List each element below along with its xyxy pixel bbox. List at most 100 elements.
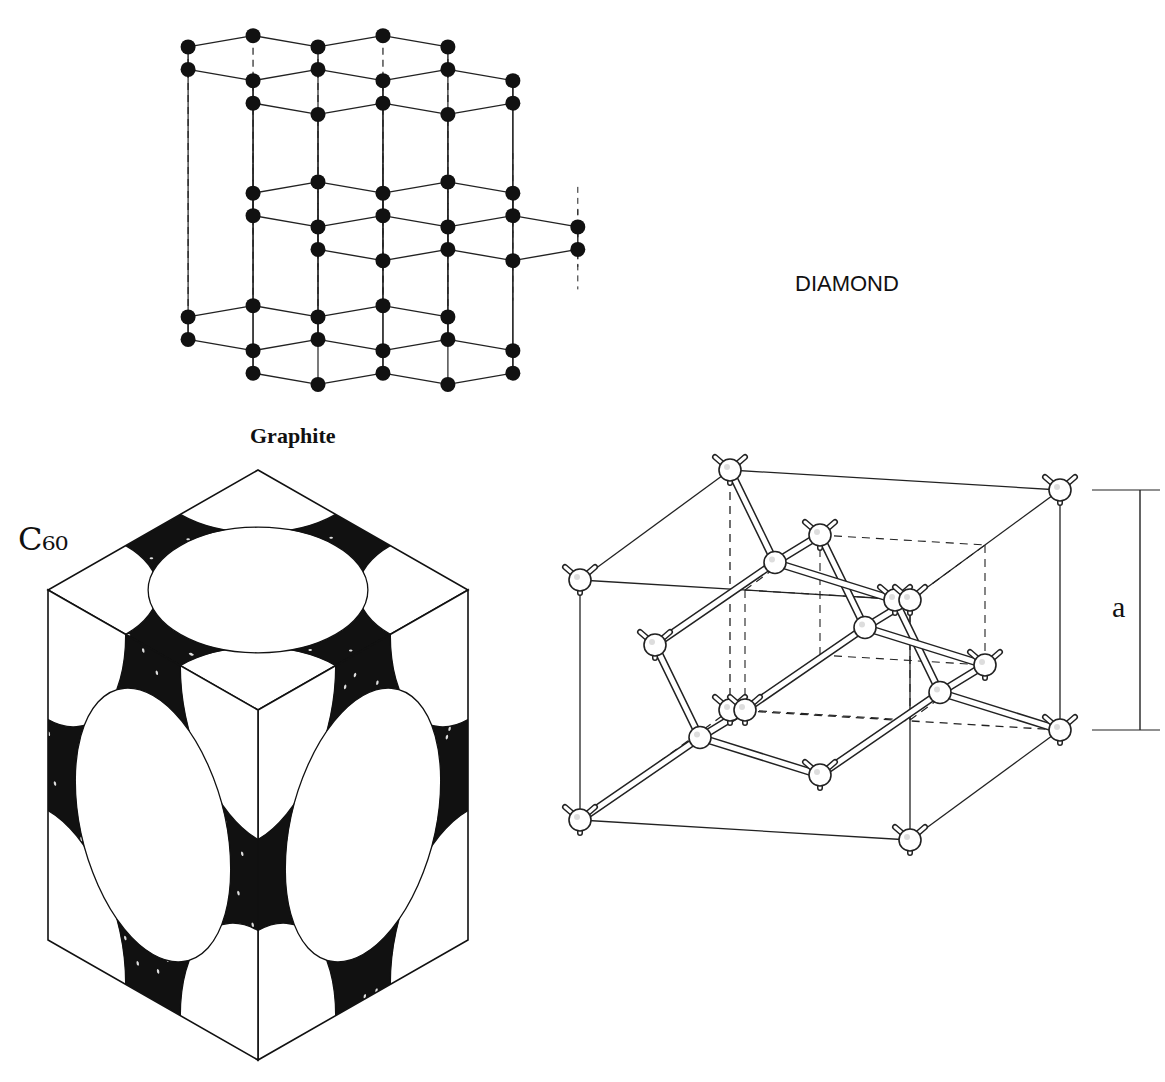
carbon-atom: [440, 309, 455, 324]
atom-highlight: [574, 574, 580, 580]
carbon-atom: [440, 242, 455, 257]
atom-highlight: [859, 622, 865, 628]
graphite-structure: [181, 28, 586, 392]
graphite-bond: [253, 373, 318, 384]
carbon-atom: [1049, 479, 1071, 501]
carbon-atom: [440, 219, 455, 234]
carbon-atom: [311, 332, 326, 347]
graphite-bond: [318, 36, 383, 47]
graphite-bond: [448, 373, 513, 384]
graphite-bond: [253, 69, 318, 80]
covalent-bond-fill: [730, 470, 775, 563]
carbon-atom: [375, 73, 390, 88]
carbon-atom: [440, 332, 455, 347]
graphite-bond: [253, 182, 318, 193]
atom-highlight: [934, 687, 940, 693]
covalent-bond: [940, 693, 1060, 731]
graphite-bond: [383, 36, 448, 47]
covalent-bond: [865, 628, 985, 666]
atom-highlight: [904, 834, 910, 840]
diamond-unit-cell: [565, 457, 1075, 853]
graphite-bond: [513, 216, 578, 227]
dimension-label: a: [1110, 590, 1127, 623]
covalent-bond: [745, 628, 865, 711]
carbon-atom: [644, 634, 666, 656]
interlayer-line: [187, 47, 188, 317]
graphite-bond: [448, 182, 513, 193]
covalent-bond-fill: [820, 693, 940, 776]
c60-sphere-section: [75, 651, 230, 999]
carbon-atom: [899, 829, 921, 851]
carbon-atom: [311, 107, 326, 122]
carbon-atom: [311, 174, 326, 189]
graphite-bond: [383, 216, 448, 227]
carbon-atom: [809, 764, 831, 786]
sub-cube-edge: [910, 665, 985, 720]
graphite-bond: [383, 182, 448, 193]
covalent-bond-fill: [580, 738, 700, 821]
covalent-bond-fill: [940, 693, 1060, 731]
carbon-atom: [505, 253, 520, 268]
graphite-bond: [318, 249, 383, 260]
carbon-atom: [570, 242, 585, 257]
carbon-atom: [440, 174, 455, 189]
covalent-bond-fill: [655, 563, 775, 646]
carbon-atom: [569, 809, 591, 831]
atom-highlight: [1054, 484, 1060, 490]
carbon-atom: [974, 654, 996, 676]
carbon-atom: [375, 28, 390, 43]
carbon-atom: [719, 459, 741, 481]
graphite-bond: [318, 216, 383, 227]
covalent-bond-fill: [745, 628, 865, 711]
carbon-atom: [440, 107, 455, 122]
carbon-atom: [311, 219, 326, 234]
carbon-atom: [246, 298, 261, 313]
cell-edge: [580, 710, 730, 820]
carbon-atom: [929, 682, 951, 704]
atom-highlight: [979, 659, 985, 665]
sub-cube-edge: [745, 710, 910, 720]
covalent-bond: [700, 738, 820, 776]
sub-cube-edge: [744, 590, 745, 710]
carbon-atom: [375, 298, 390, 313]
carbon-atom: [505, 73, 520, 88]
graphite-bond: [188, 306, 253, 317]
atom-highlight: [694, 732, 700, 738]
graphite-bond: [318, 69, 383, 80]
covalent-bond: [580, 738, 700, 821]
cell-edge: [1059, 490, 1060, 730]
atom-highlight: [1054, 724, 1060, 730]
cell-edge: [730, 470, 1060, 490]
graphite-bond: [383, 373, 448, 384]
c60-fcc-cube: [0, 181, 833, 1082]
atom-highlight: [724, 464, 730, 470]
carbon-atom: [246, 186, 261, 201]
sub-cube-edge: [745, 535, 820, 590]
carbon-atom: [440, 39, 455, 54]
atom-highlight: [904, 594, 910, 600]
carbon-atom: [375, 186, 390, 201]
carbon-atom: [505, 208, 520, 223]
carbon-atom: [311, 309, 326, 324]
graphite-bond: [318, 182, 383, 193]
carbon-atom: [181, 309, 196, 324]
covalent-bond: [730, 470, 775, 563]
graphite-bond: [253, 103, 318, 114]
graphite-bond: [383, 69, 448, 80]
sub-cube-edge: [909, 600, 910, 720]
graphite-bond: [383, 103, 448, 114]
carbon-atom: [181, 39, 196, 54]
carbon-atom: [375, 96, 390, 111]
carbon-atom: [246, 73, 261, 88]
carbon-atom: [570, 219, 585, 234]
right-face: [75, 181, 650, 1082]
carbon-atom: [246, 343, 261, 358]
structure-title: C₆₀: [16, 522, 70, 557]
graphite-bond: [253, 306, 318, 317]
carbon-atom: [854, 617, 876, 639]
carbon-atom: [311, 39, 326, 54]
carbon-atom: [764, 552, 786, 574]
covalent-bond: [655, 645, 700, 738]
interlayer-line: [382, 103, 383, 373]
